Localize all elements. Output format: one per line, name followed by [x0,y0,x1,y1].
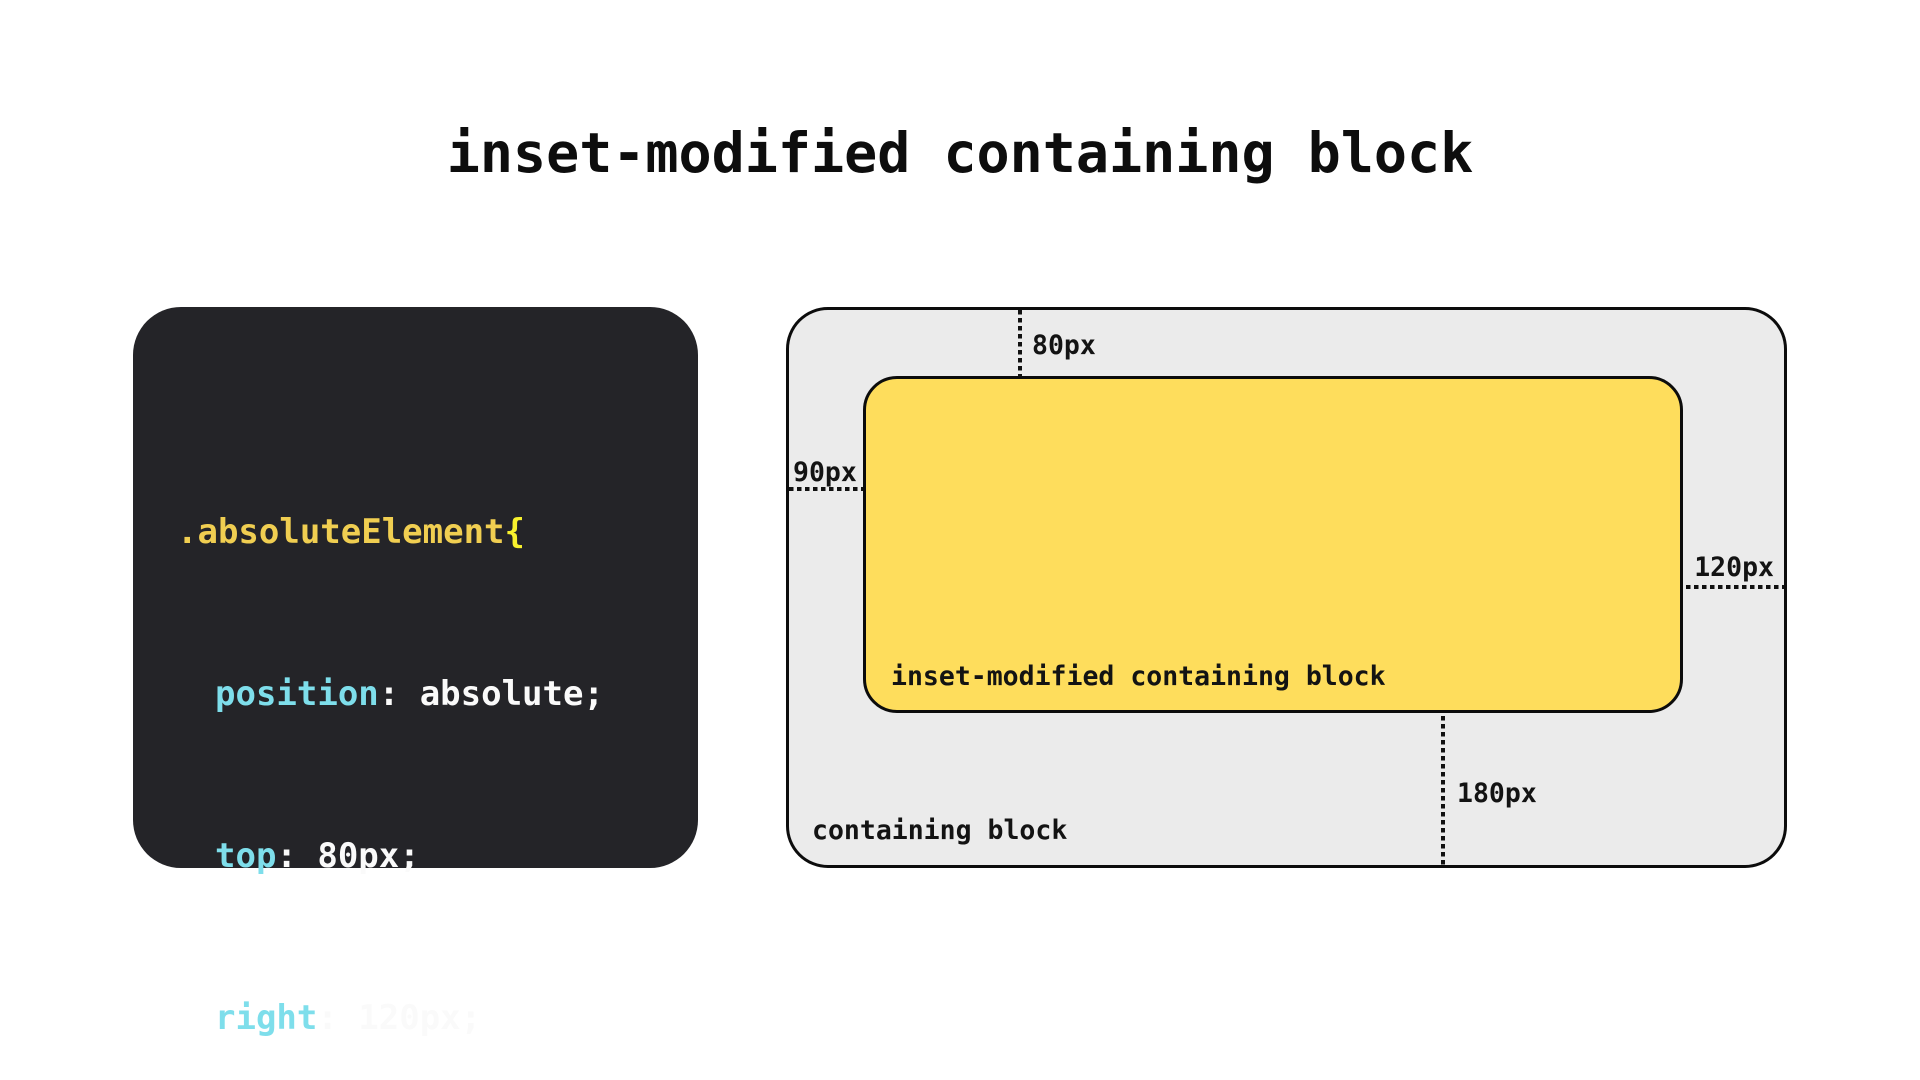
top-inset-measurement-label: 80px [1032,330,1096,361]
code-snippet-card: .absoluteElement{ position: absolute; to… [133,307,698,1038]
css-property-top: top [215,836,277,876]
css-value-right: : 120px; [317,998,482,1038]
right-inset-dotted-line [1686,585,1784,589]
left-inset-measurement-label: 90px [793,457,857,488]
css-selector: .absoluteElement [177,512,505,552]
code-line-top: top: 80px; [177,829,698,883]
bottom-inset-dotted-line [1441,716,1445,865]
code-line-right: right: 120px; [177,991,698,1045]
inset-modified-containing-block-box [863,376,1683,713]
right-inset-measurement-label: 120px [1694,552,1774,583]
top-inset-dotted-line [1018,310,1022,376]
bottom-inset-measurement-label: 180px [1457,778,1537,809]
code-line-selector: .absoluteElement{ [177,505,698,559]
inset-modified-containing-block-label: inset-modified containing block [891,661,1386,692]
left-inset-dotted-line [789,487,863,491]
page-title: inset-modified containing block [446,121,1474,185]
containing-block-label: containing block [812,815,1068,846]
css-value-position: : absolute; [378,674,604,714]
code-line-position: position: absolute; [177,667,698,721]
open-brace: { [504,512,525,552]
css-property-right: right [215,998,318,1038]
code-snippet: .absoluteElement{ position: absolute; to… [133,307,698,1080]
css-property-position: position [215,674,379,714]
css-value-top: : 80px; [276,836,420,876]
